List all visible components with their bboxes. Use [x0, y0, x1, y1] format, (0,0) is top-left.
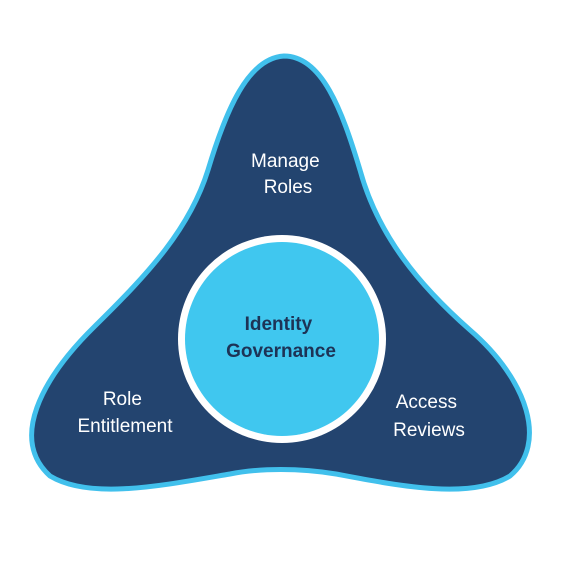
center-circle: [185, 242, 379, 436]
bottom-right-label-line2: Reviews: [393, 420, 465, 441]
bottom-right-label: Access Reviews: [393, 392, 465, 441]
top-label-line1: Manage: [251, 151, 320, 172]
center-label: Identity Governance: [226, 314, 336, 362]
bottom-left-label-line1: Role: [103, 389, 142, 410]
center-label-line1: Identity: [245, 314, 313, 335]
top-label: Manage Roles: [251, 151, 325, 198]
bottom-left-label: Role Entitlement: [77, 389, 173, 437]
top-label-line2: Roles: [264, 177, 313, 198]
center-label-line2: Governance: [226, 341, 336, 362]
bottom-left-label-line2: Entitlement: [77, 416, 173, 437]
bottom-right-label-line1: Access: [396, 392, 457, 413]
